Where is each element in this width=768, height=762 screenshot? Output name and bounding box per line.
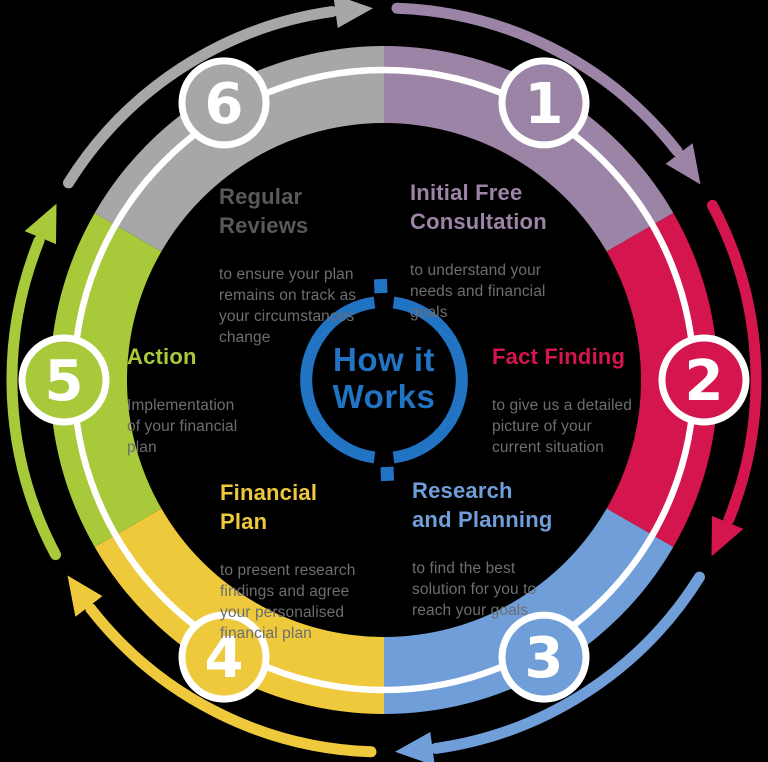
center-ring-right: [392, 296, 468, 464]
arrow-head-6: [333, 0, 373, 28]
ring-segment-1: [384, 45, 674, 252]
step-4-label: Financial Plan to present research findi…: [220, 460, 395, 662]
center-ring-tick-bottom: [380, 466, 394, 482]
step-5-label: Action Implementation of your financial …: [127, 324, 292, 476]
step-number-6: 6: [205, 72, 244, 137]
step-6-label: Regular Reviews to ensure your plan rema…: [219, 164, 404, 366]
center-ring-left: [300, 296, 376, 464]
arrow-arc-6: [63, 6, 338, 189]
ring-segment-4: [94, 508, 384, 715]
step-number-1: 1: [525, 72, 564, 137]
step-number-4: 4: [205, 626, 244, 691]
arrow-head-4: [67, 575, 103, 617]
step-5-description: Implementation of your financial plan: [127, 397, 238, 456]
arrow-arc-3: [430, 571, 705, 754]
step-1-label: Initial Free Consultation to understand …: [410, 160, 585, 341]
arrow-arc-2: [707, 199, 762, 525]
step-circle-5: [18, 334, 110, 426]
ring-segment-6: [94, 45, 384, 252]
step-circle-1: [498, 57, 590, 149]
step-6-title: Regular Reviews: [219, 184, 309, 238]
step-3-title: Research and Planning: [412, 478, 553, 532]
arrow-head-3: [395, 732, 435, 762]
arrow-arc-5: [6, 235, 61, 561]
step-1-description: to understand your needs and financial g…: [410, 262, 546, 321]
center-title: How it Works: [332, 341, 436, 415]
arrow-head-1: [665, 143, 701, 185]
arrow-head-5: [24, 203, 57, 245]
step-circle-6: [178, 57, 270, 149]
step-4-description: to present research findings and agree y…: [220, 562, 356, 642]
arrow-arc-1: [391, 2, 683, 157]
center-ring-tick-top: [374, 278, 388, 294]
step-circle-4: [178, 611, 270, 703]
step-circle-2: [658, 334, 750, 426]
step-number-3: 3: [525, 626, 564, 691]
step-number-5: 5: [45, 349, 84, 414]
step-2-title: Fact Finding: [492, 344, 626, 369]
step-5-title: Action: [127, 344, 197, 369]
step-number-2: 2: [685, 349, 724, 414]
arrow-head-2: [711, 515, 744, 557]
step-circle-3: [498, 611, 590, 703]
step-6-description: to ensure your plan remains on track as …: [219, 266, 357, 346]
step-2-label: Fact Finding to give us a detailed pictu…: [492, 324, 667, 476]
step-3-description: to find the best solution for you to rea…: [412, 560, 537, 619]
step-1-title: Initial Free Consultation: [410, 180, 547, 234]
arrow-arc-4: [85, 603, 377, 758]
step-2-description: to give us a detailed picture of your cu…: [492, 397, 632, 456]
step-4-title: Financial Plan: [220, 480, 318, 534]
step-3-label: Research and Planning to find the best s…: [412, 458, 597, 639]
ring-segment-3: [384, 508, 674, 714]
